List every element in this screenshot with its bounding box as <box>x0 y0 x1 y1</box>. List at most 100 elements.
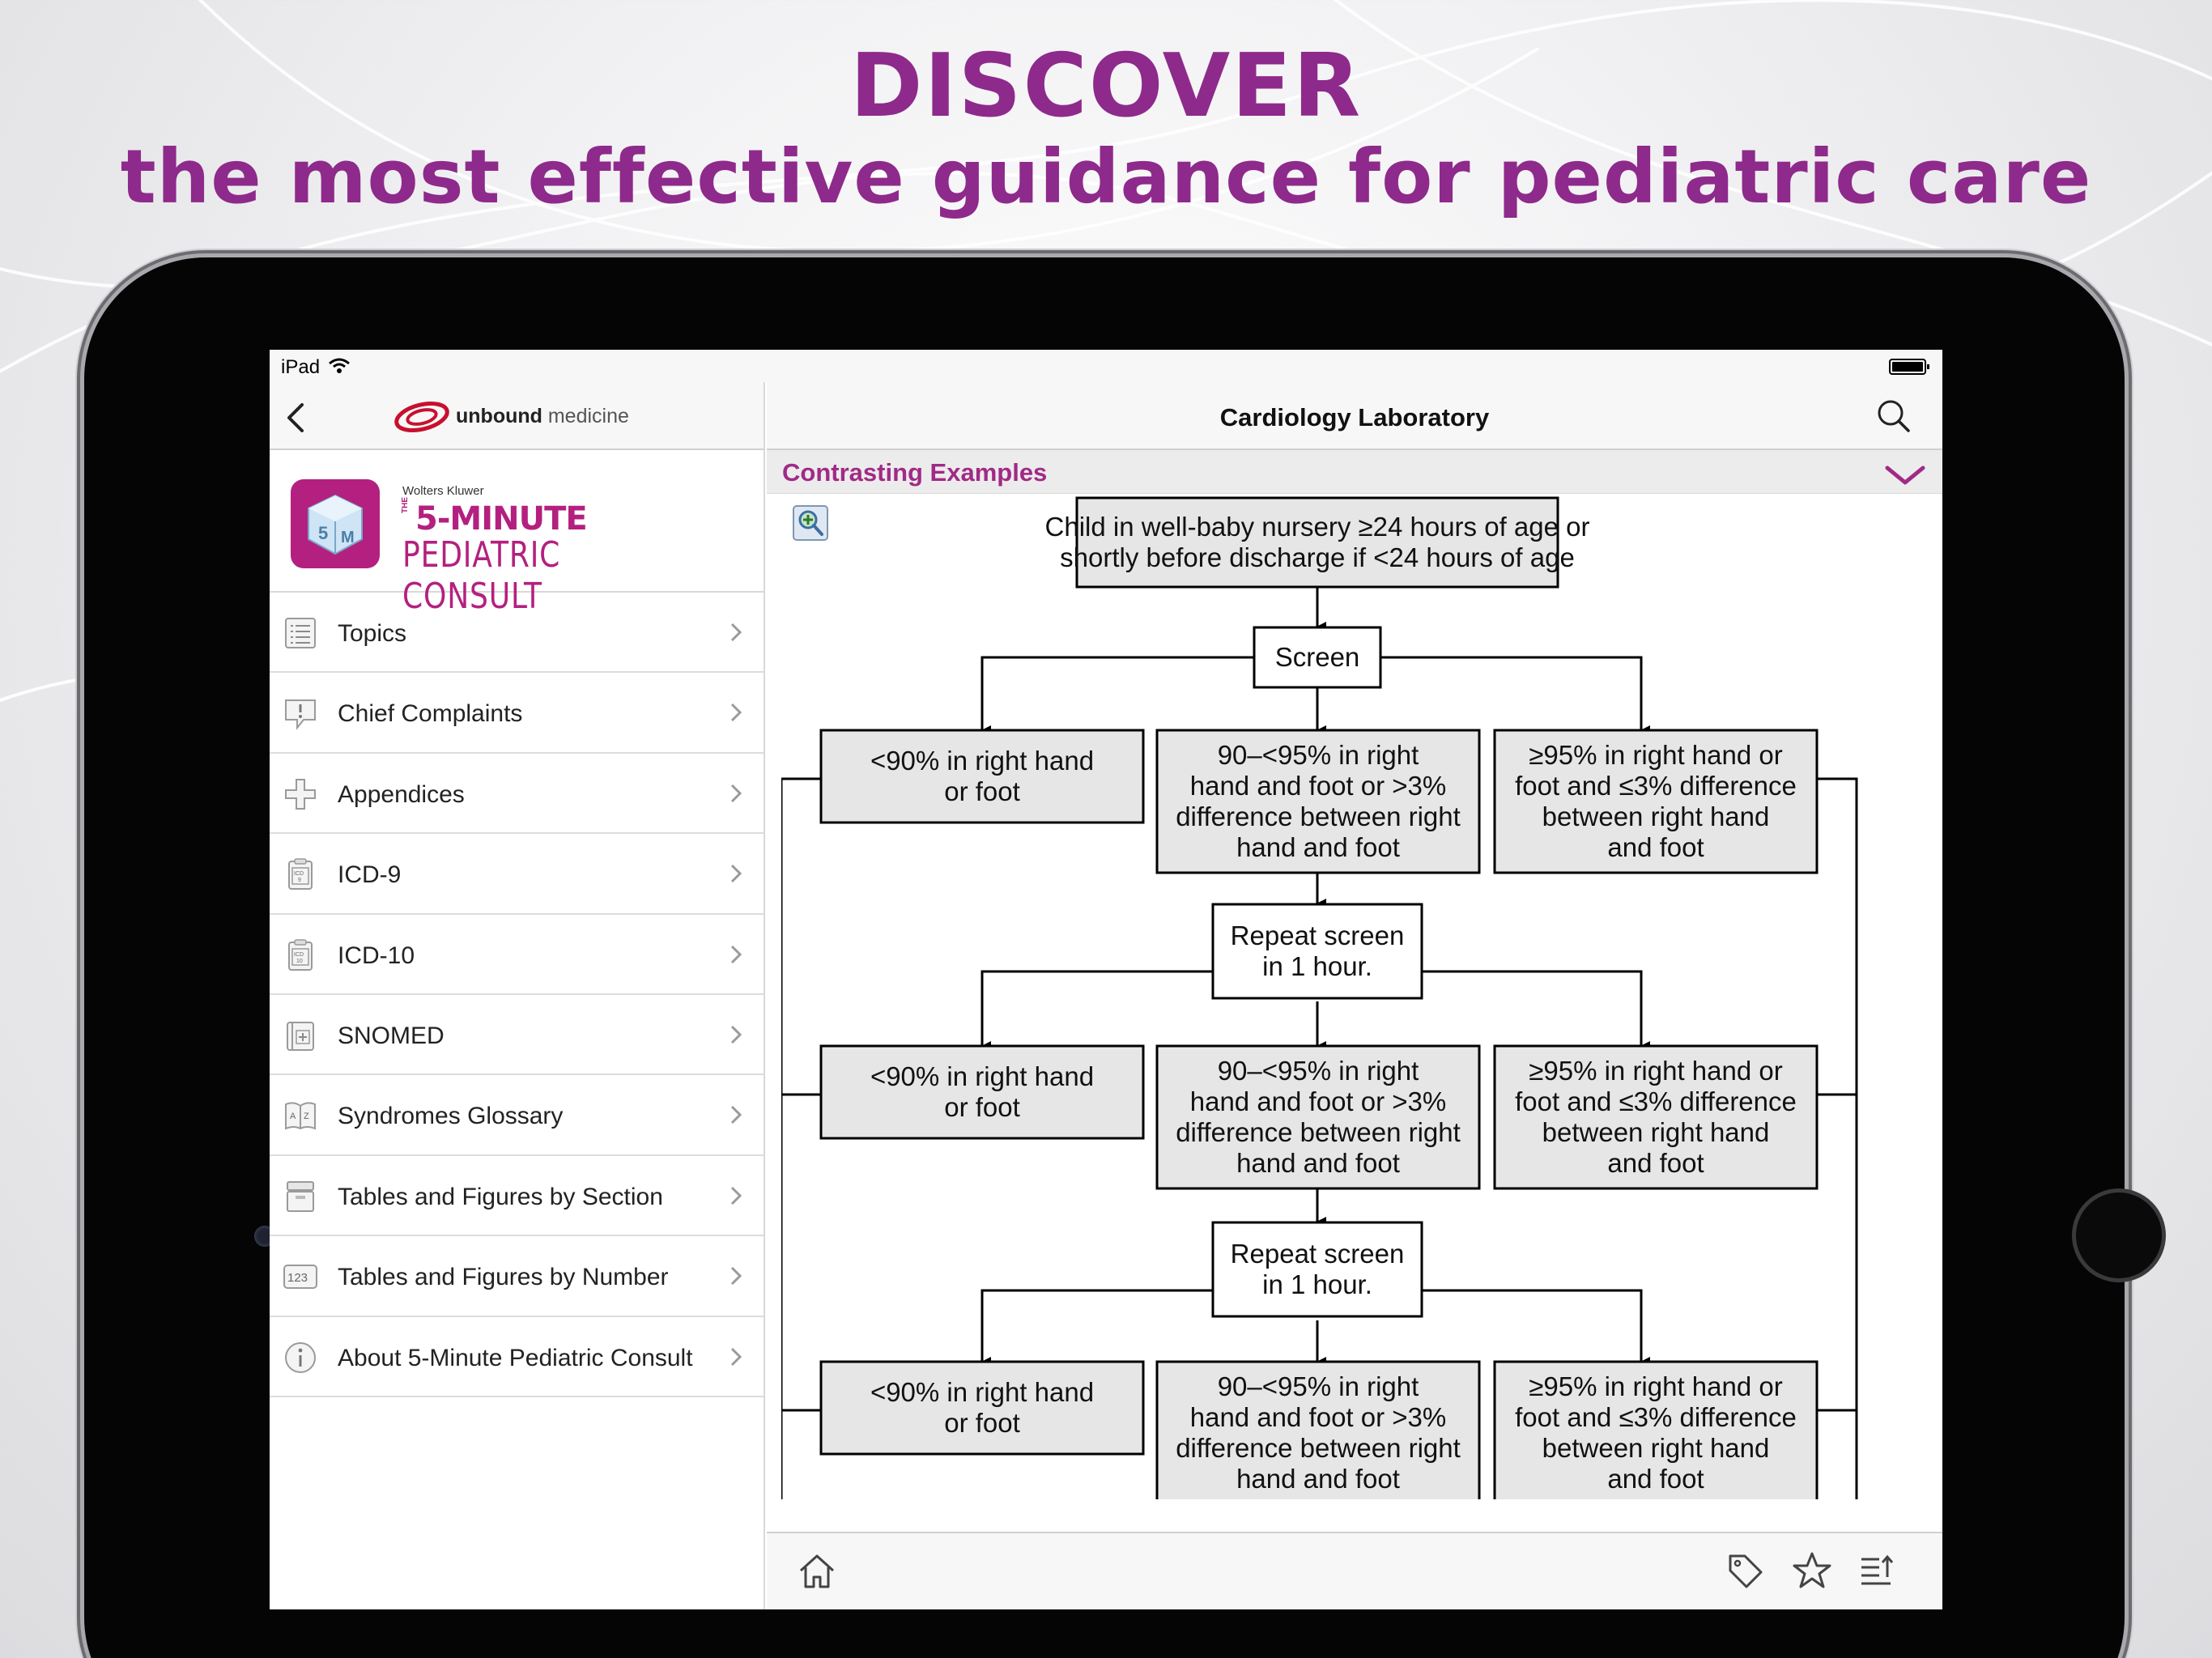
section-title: Contrasting Examples <box>782 458 1048 487</box>
menu-label: ICD-9 <box>338 861 402 889</box>
flow-low-box-1-text: or foot <box>944 776 1020 806</box>
menu-label: Tables and Figures by Section <box>338 1183 663 1210</box>
chevron-down-icon[interactable] <box>1884 465 1926 487</box>
menu-item-chief-complaints[interactable]: Chief Complaints <box>270 673 764 754</box>
chevron-right-icon <box>730 704 742 722</box>
flow-connector <box>781 777 821 1499</box>
menu-item-about[interactable]: About 5-Minute Pediatric Consult <box>270 1317 764 1397</box>
star-icon[interactable] <box>1792 1551 1832 1590</box>
chevron-right-icon <box>730 1186 742 1205</box>
list-icon <box>285 618 316 648</box>
menu-item-tables-by-section[interactable]: Tables and Figures by Section <box>270 1156 764 1237</box>
brand-title-line2: PEDIATRIC CONSULT <box>402 534 561 617</box>
flow-start-box-text: Child in well-baby nursery ≥24 hours of … <box>1045 512 1590 542</box>
chevron-right-icon <box>730 865 742 883</box>
content-navbar: Cardiology Laboratory <box>767 382 1942 450</box>
flow-mid-box-2-text: difference between right <box>1176 1117 1461 1147</box>
content-panel: Cardiology Laboratory Contrasting Exampl… <box>767 382 1942 1609</box>
promo-headline: DISCOVER <box>849 36 1363 137</box>
chevron-right-icon <box>730 1025 742 1044</box>
menu-item-tables-by-number[interactable]: 123 Tables and Figures by Number <box>270 1236 764 1317</box>
page-title: Cardiology Laboratory <box>1219 403 1490 432</box>
flow-high-box-2-text: ≥95% in right hand or <box>1529 1056 1782 1086</box>
flow-mid-box-3-text: hand and foot <box>1236 1464 1400 1494</box>
menu-label: Topics <box>338 620 407 647</box>
flow-connector <box>1817 777 1858 1499</box>
archive-box-icon <box>287 1180 314 1212</box>
flow-arrow <box>1380 656 1650 735</box>
unbound-logo-icon <box>394 402 449 432</box>
flow-high-box-3-text: between right hand <box>1542 1433 1770 1463</box>
flow-high-box-3-text: ≥95% in right hand or <box>1529 1371 1782 1401</box>
product-branding: 5 M Wolters Kluwer THE 5-MINUTE PEDIATRI… <box>270 450 764 617</box>
home-button[interactable] <box>2072 1188 2166 1282</box>
figure-area: Child in well-baby nursery ≥24 hours of … <box>767 495 1942 1499</box>
plus-icon <box>285 778 316 810</box>
flow-arrow <box>1380 1289 1650 1367</box>
search-icon[interactable] <box>1876 398 1912 434</box>
flow-high-box-2-text: between right hand <box>1542 1117 1770 1147</box>
home-icon[interactable] <box>798 1553 836 1590</box>
menu-item-snomed[interactable]: SNOMED <box>270 995 764 1076</box>
flow-arrow <box>981 1289 1254 1367</box>
publisher-name: Wolters Kluwer <box>402 484 484 498</box>
tag-icon[interactable] <box>1727 1553 1764 1590</box>
chevron-right-icon <box>730 623 742 642</box>
flow-repeat-box-1-text: in 1 hour. <box>1262 951 1372 981</box>
menu-item-appendices[interactable]: Appendices <box>270 754 764 835</box>
flow-arrow <box>1380 970 1650 1051</box>
status-carrier: iPad <box>281 356 321 378</box>
menu-label: ICD-10 <box>338 942 415 969</box>
menu-label: SNOMED <box>338 1022 445 1049</box>
brand-the: THE <box>401 497 410 513</box>
number-123-icon: 123 <box>283 1265 317 1290</box>
section-header[interactable]: Contrasting Examples <box>767 450 1942 494</box>
svg-text:10: 10 <box>296 959 303 964</box>
flow-low-box-1-text: <90% in right hand <box>870 746 1094 776</box>
flow-high-box-2-text: foot and ≤3% difference <box>1515 1086 1797 1116</box>
flow-low-box-2-text: or foot <box>944 1092 1020 1122</box>
flow-start-box: Child in well-baby nursery ≥24 hours of … <box>1045 496 1590 589</box>
zoom-in-icon[interactable] <box>793 505 828 541</box>
flow-high-box-2-text: and foot <box>1607 1148 1704 1178</box>
flow-screen-box: Screen <box>1253 626 1382 689</box>
speech-exclamation-icon <box>285 699 316 731</box>
outline-list-icon[interactable] <box>1858 1553 1899 1590</box>
svg-text:ICD: ICD <box>294 952 304 958</box>
flow-repeat-box-1-text: Repeat screen <box>1231 920 1405 950</box>
app-cube-icon: 5 M <box>291 479 380 568</box>
svg-text:M: M <box>341 529 355 546</box>
flow-high-box-3-text: and foot <box>1607 1464 1704 1494</box>
back-chevron-icon[interactable] <box>284 402 307 434</box>
menu-item-topics[interactable]: Topics <box>270 593 764 674</box>
svg-text:5: 5 <box>318 523 328 543</box>
flow-repeat-box-2-text: Repeat screen <box>1231 1239 1405 1269</box>
battery-icon <box>1889 359 1929 375</box>
flow-mid-box-3-text: difference between right <box>1176 1433 1461 1463</box>
flow-low-box-3-text: or foot <box>944 1408 1020 1438</box>
svg-text:9: 9 <box>298 878 301 883</box>
chevron-right-icon <box>730 1267 742 1286</box>
flow-low-box-2-text: <90% in right hand <box>870 1061 1094 1091</box>
svg-text:123: 123 <box>287 1271 308 1285</box>
menu-label: Chief Complaints <box>338 700 523 728</box>
status-bar: iPad <box>270 350 1942 382</box>
